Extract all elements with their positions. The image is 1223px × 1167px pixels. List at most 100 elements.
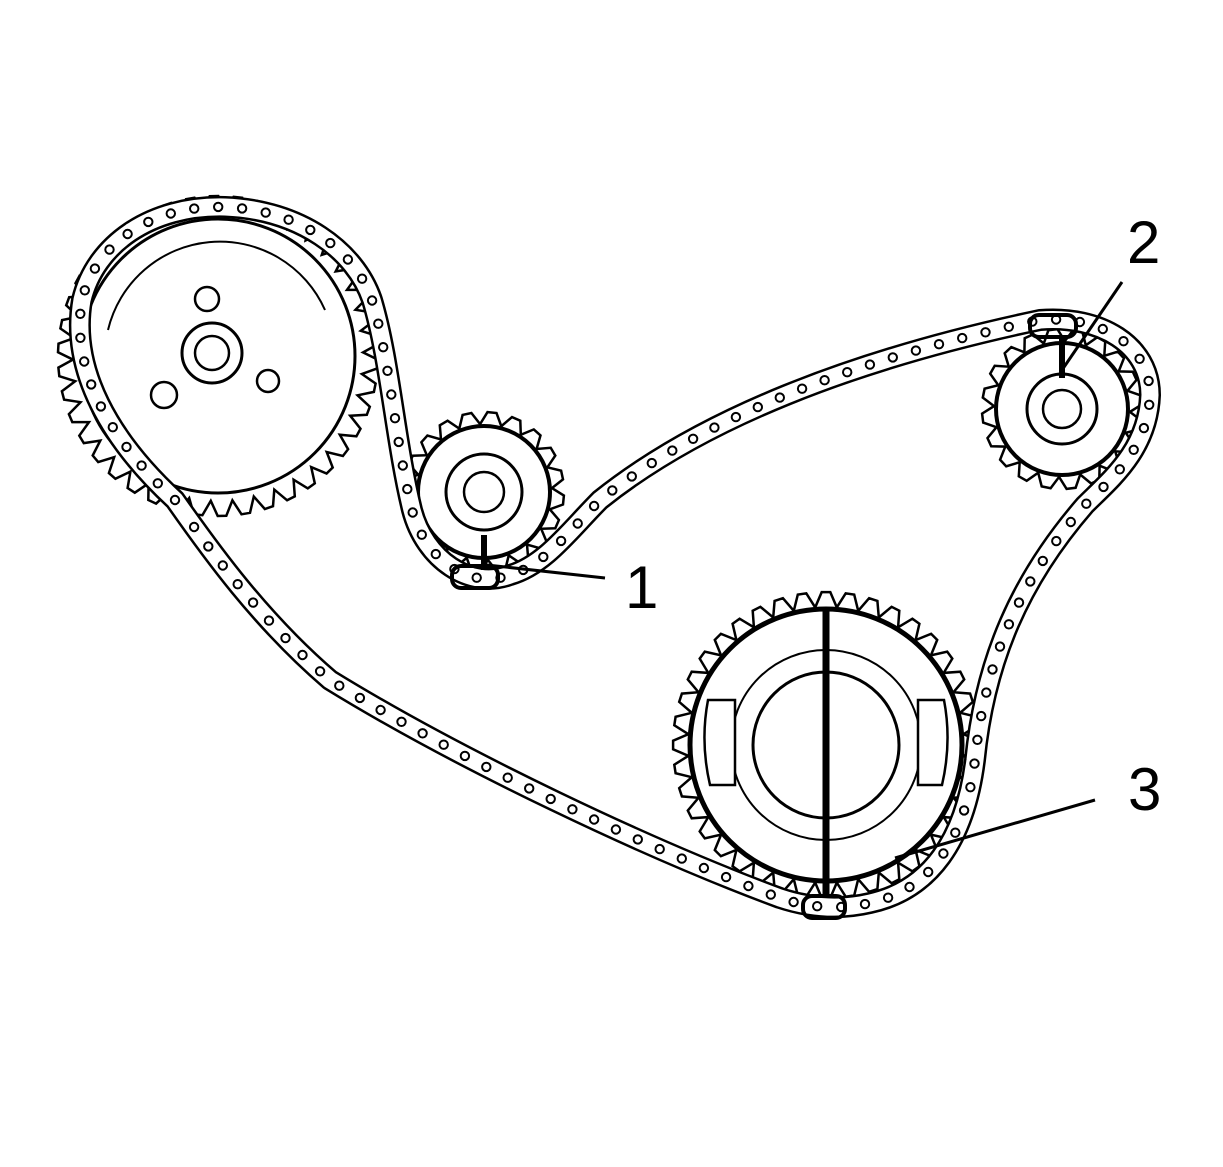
chain-link-pin — [923, 866, 934, 878]
chain-link-pin — [796, 383, 808, 394]
chain-link-pin — [366, 295, 378, 306]
chain-link-pin — [788, 896, 799, 908]
chain-link-pin — [524, 783, 535, 794]
chain-link-pin — [1081, 498, 1092, 509]
chain-link-pin — [976, 710, 987, 722]
chain-link-pin — [812, 901, 823, 912]
idler-colored-link — [450, 564, 500, 590]
chain-link-pin — [386, 389, 397, 400]
chain-link-pin — [765, 889, 776, 900]
chain-link-pin — [1065, 516, 1077, 528]
chain-link-pin — [502, 772, 513, 783]
chain-link-pin — [1051, 535, 1062, 547]
chain-link-pin — [887, 352, 898, 363]
crank-colored-link — [801, 894, 847, 920]
chain-link-pin — [152, 478, 164, 489]
chain-link-pin — [981, 687, 992, 698]
chain-link-pin — [342, 254, 354, 265]
chain-link-pin — [75, 332, 86, 343]
chain-link-pin — [610, 824, 622, 835]
chain-link-pin — [588, 814, 600, 825]
chain-link-pin — [356, 273, 368, 284]
crank-sprocket-key-left — [703, 698, 737, 787]
chain-link-pin — [79, 285, 91, 296]
timing-marks — [450, 313, 1078, 920]
chain-link-pin — [481, 761, 492, 773]
chain-link-pin — [676, 853, 687, 864]
chain-link-pin — [378, 342, 389, 353]
chain-link-pin — [189, 203, 200, 214]
chain-link-pin — [842, 367, 853, 378]
chain-link-pin — [1037, 555, 1049, 567]
chain-link-pin — [79, 356, 90, 367]
chain-link-pin — [933, 339, 945, 350]
chain-link-pin — [555, 535, 567, 547]
chain-link-pin — [396, 716, 407, 727]
chain-link-pin — [393, 436, 404, 448]
chain-link-pin — [247, 597, 259, 608]
chain-link-pin — [236, 203, 248, 214]
chain-link-pin — [859, 898, 871, 910]
chain-link-pin — [864, 359, 876, 370]
chain-link-pin — [1003, 619, 1015, 630]
chain-link-pin — [1098, 481, 1109, 493]
chain-link-pin — [1013, 597, 1025, 608]
chain-link-pin — [938, 848, 949, 859]
callout-3-label: 3 — [1128, 756, 1161, 823]
chain-link-pin — [373, 318, 384, 329]
chain-link-pin — [165, 208, 177, 219]
chain-link-pin — [572, 518, 583, 529]
chain-link-pin — [743, 880, 754, 892]
chain-link-pin — [1128, 444, 1139, 455]
chain-link-pin — [567, 804, 578, 815]
chain-link-pin — [122, 228, 133, 240]
chain-link-pin — [143, 216, 154, 228]
chain-link-pin — [86, 379, 97, 390]
crank-sprocket-key-right — [916, 698, 949, 787]
chain-link-pin — [375, 704, 386, 716]
chain-link-pin — [774, 392, 785, 403]
chain-link-pin — [1134, 353, 1145, 364]
chain-link-pin — [459, 750, 471, 762]
chain-link-pin — [107, 422, 119, 433]
chain-link-pin — [1097, 323, 1109, 335]
right-sprocket-bore — [1041, 388, 1083, 430]
chain-link-pin — [417, 728, 428, 739]
left-sprocket-center-hole — [193, 334, 231, 372]
chain-link-pin — [314, 666, 326, 677]
chain-link-pin — [263, 615, 275, 626]
chain-link-pin — [354, 692, 366, 704]
chain-link-pin — [980, 327, 991, 338]
callout-1-label: 1 — [625, 554, 658, 621]
chain-link-pin — [632, 834, 643, 845]
idler-sprocket-bore — [462, 470, 506, 514]
chain-link-pin — [1143, 375, 1154, 387]
chain-link-pin — [397, 460, 408, 471]
timing-chain — [68, 195, 1161, 919]
chain-link-pin — [626, 471, 637, 482]
chain-link-pin — [654, 843, 665, 855]
chain-link-pin — [75, 308, 86, 319]
left-sprocket-inner-arc — [107, 240, 326, 331]
chain-link-pin — [188, 521, 200, 533]
chain-link-pin — [136, 460, 147, 471]
chain-link-pin — [958, 805, 970, 816]
callout-1-leader — [486, 563, 606, 580]
chain-link-pin — [334, 680, 345, 691]
chain-link-pin — [994, 641, 1006, 652]
chain-link-pin — [752, 401, 763, 413]
chain-link-pin — [819, 375, 830, 386]
chain-link-pin — [545, 793, 556, 805]
chain-link-pin — [957, 332, 968, 344]
chain-link-pin — [588, 500, 600, 512]
chain-link-pin — [1003, 321, 1014, 332]
chain-link-pin — [1025, 576, 1036, 587]
chain-link-pin — [297, 649, 308, 661]
chain-link-pin — [667, 445, 678, 456]
left-sprocket-bolt-hole-top — [193, 285, 221, 313]
chain-link-pin — [325, 237, 336, 249]
chain-link-pin — [217, 560, 229, 571]
chain-link-pin — [687, 433, 699, 444]
callout-2-leader — [1060, 281, 1124, 371]
